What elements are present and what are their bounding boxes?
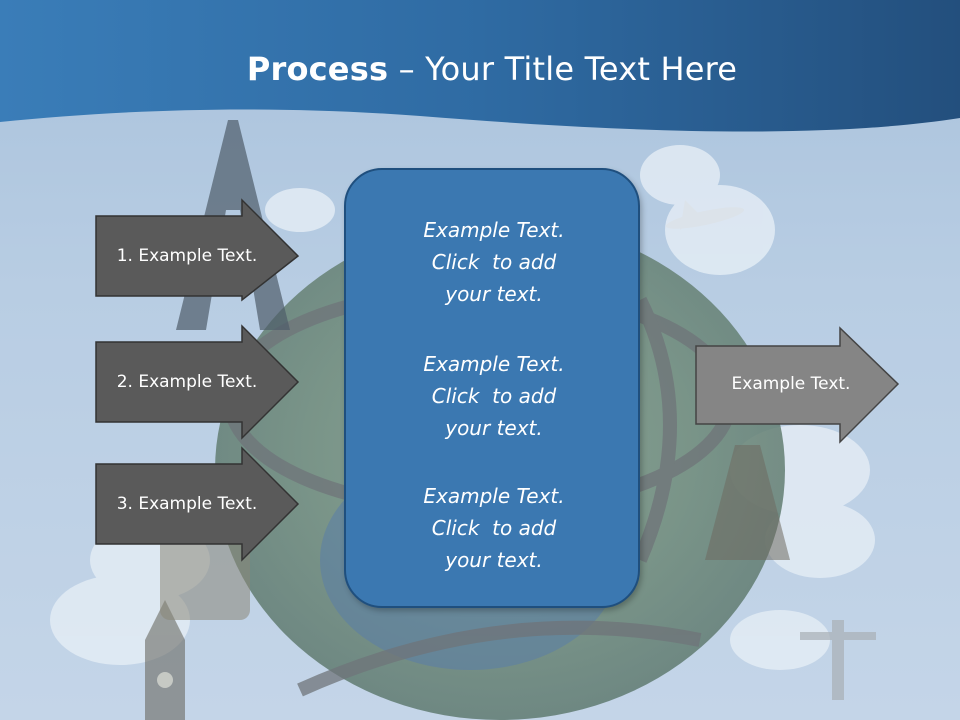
panel-block-2-line-2: Click to add [431, 384, 557, 408]
arrow-shape-1 [95, 198, 300, 302]
panel-block-2-line-1: Example Text. [423, 352, 565, 376]
arrow-shape-right [695, 326, 900, 444]
arrow-shape-2 [95, 324, 300, 440]
clocktower-shape [145, 600, 185, 720]
panel-block-2: Example Text. Click to add your text. [346, 348, 642, 444]
panel-block-2-line-3: your text. [445, 416, 543, 440]
panel-block-3: Example Text. Click to add your text. [346, 480, 642, 576]
panel-block-1-line-1: Example Text. [423, 218, 565, 242]
arrow-shape-3 [95, 446, 300, 562]
arrow-label-right[interactable]: Example Text. [731, 374, 851, 394]
panel-block-3-line-1: Example Text. [423, 484, 565, 508]
slide-title: Process – Your Title Text Here [0, 50, 960, 88]
panel-block-3-line-2: Click to add [431, 516, 557, 540]
panel-block-1-line-3: your text. [445, 282, 543, 306]
arrow-label-1[interactable]: 1. Example Text. [116, 246, 258, 266]
panel-block-1: Example Text. Click to add your text. [346, 214, 642, 310]
header-band [0, 0, 960, 132]
arrow-label-2[interactable]: 2. Example Text. [116, 372, 258, 392]
panel-block-3-line-3: your text. [445, 548, 543, 572]
panel-block-1-line-2: Click to add [431, 250, 557, 274]
arrow-label-3[interactable]: 3. Example Text. [116, 494, 258, 514]
center-text-panel[interactable]: Example Text. Click to add your text. Ex… [344, 168, 640, 608]
title-rest: – Your Title Text Here [388, 50, 738, 88]
title-bold: Process [246, 50, 389, 88]
